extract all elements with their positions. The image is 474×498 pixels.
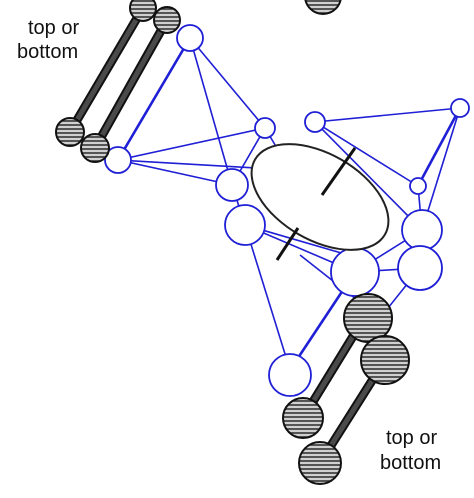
label-bottom-right-line2: bottom bbox=[380, 452, 441, 474]
atom-node bbox=[304, 111, 326, 133]
label-top-left-line2: bottom bbox=[17, 41, 78, 63]
hatched-ball bbox=[153, 6, 181, 34]
label-bottom-right-line1: top or bbox=[386, 427, 437, 449]
hatched-ball bbox=[282, 397, 324, 439]
rod-pair-left bbox=[65, 3, 172, 153]
atom-node bbox=[401, 209, 443, 251]
hatched-ball bbox=[129, 0, 157, 22]
atom-node bbox=[268, 353, 312, 397]
atom-node bbox=[397, 245, 443, 291]
hatched-ball bbox=[304, 0, 342, 15]
atom-node bbox=[330, 247, 380, 297]
hatched-ball bbox=[298, 441, 342, 485]
central-ellipse bbox=[250, 143, 390, 261]
atom-node bbox=[224, 204, 266, 246]
hatched-balls bbox=[55, 0, 410, 485]
atom-node bbox=[104, 146, 132, 174]
atom-node bbox=[254, 117, 276, 139]
hatched-ball bbox=[80, 133, 110, 163]
atom-node bbox=[215, 168, 249, 202]
hatched-ball bbox=[360, 335, 410, 385]
atom-node bbox=[409, 177, 427, 195]
hatched-ball bbox=[55, 117, 85, 147]
atom-node bbox=[176, 24, 204, 52]
label-top-left-line1: top or bbox=[28, 17, 79, 39]
atom-node bbox=[450, 98, 470, 118]
network-atoms bbox=[104, 24, 470, 397]
hatched-ball bbox=[343, 293, 393, 343]
